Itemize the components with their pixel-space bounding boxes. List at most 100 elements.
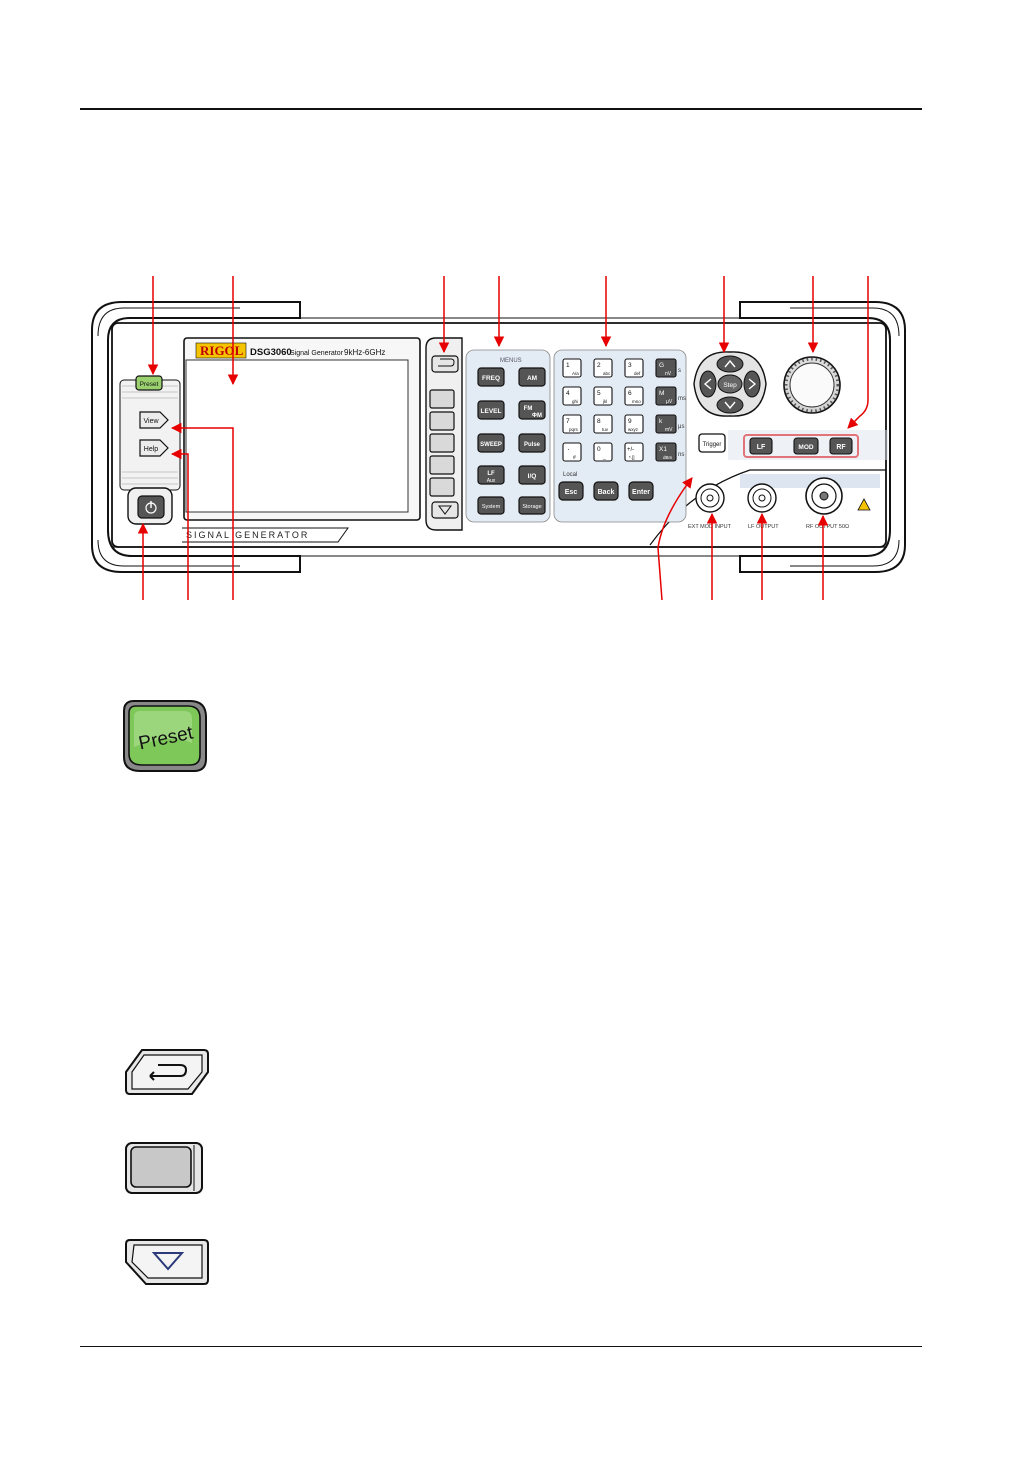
local-label: Local xyxy=(563,472,577,478)
rf-output-label: RF OUTPUT 50Ω xyxy=(806,524,849,530)
key-mod[interactable]: MOD xyxy=(793,437,819,455)
numpad-key-1-num: 1 xyxy=(566,362,570,369)
key-sweep[interactable]: SWEEP xyxy=(477,433,505,453)
unit-key-x1-side: ns xyxy=(678,452,684,458)
numpad-key-sign-num: +/- xyxy=(627,447,634,453)
key-freq[interactable]: FREQ xyxy=(477,367,505,387)
key-trigger[interactable]: Trigger xyxy=(698,433,726,453)
step-label: Step xyxy=(723,382,737,389)
numpad-key-1-sub: A/a xyxy=(572,371,579,376)
key-level-label: LEVEL xyxy=(481,408,502,415)
key-enter-label: Enter xyxy=(632,489,650,496)
arrow-up-button[interactable] xyxy=(716,355,744,373)
numpad-key-9-num: 9 xyxy=(628,418,632,425)
numpad-key-3-sub: def xyxy=(634,371,641,376)
key-view-label: View xyxy=(143,418,159,425)
ext-mod-input-label: EXT MOD INPUT xyxy=(688,524,732,530)
header-rule xyxy=(80,108,922,110)
arrow-right-icon xyxy=(748,378,757,390)
page-down-key-detail xyxy=(125,1239,209,1285)
key-iq[interactable]: I/Q xyxy=(518,465,546,485)
softkey-column xyxy=(425,337,463,531)
rotary-knob[interactable] xyxy=(783,356,841,414)
arrow-down-button[interactable] xyxy=(716,396,744,414)
key-esc-label: Esc xyxy=(565,489,578,496)
lf-output-label: LF OUTPUT xyxy=(748,524,779,530)
key-rf[interactable]: RF xyxy=(829,437,853,455)
key-system[interactable]: System xyxy=(477,496,505,515)
power-button[interactable] xyxy=(127,487,173,525)
key-back[interactable]: Back xyxy=(593,481,619,501)
unit-key-m-side: ms xyxy=(678,396,686,402)
numpad-key-dot-num: · xyxy=(567,445,570,454)
numpad-key-6-num: 6 xyxy=(628,390,632,397)
preset-key-detail: Preset xyxy=(123,700,207,772)
arrow-up-icon xyxy=(724,359,736,368)
callout-help xyxy=(170,448,189,600)
lf-output-connector[interactable] xyxy=(747,483,777,513)
key-preset-small[interactable]: Preset xyxy=(135,375,163,391)
key-level[interactable]: LEVEL xyxy=(477,400,505,420)
freq-range-label: 9kHz-6GHz xyxy=(344,348,385,357)
brand-logo: RIGOL xyxy=(200,343,244,358)
numpad-key-9-sub: wxyz xyxy=(628,427,639,432)
key-lf-aux-sub-label: Aux xyxy=(487,478,496,484)
unit-key-g-side: s xyxy=(678,368,681,374)
key-sweep-label: SWEEP xyxy=(480,442,502,448)
series-label: SIGNAL GENERATOR xyxy=(186,530,309,540)
callout-trigger xyxy=(657,477,693,601)
arrow-right-button[interactable] xyxy=(743,370,761,398)
key-view[interactable]: View xyxy=(139,411,169,429)
key-mod-label: MOD xyxy=(798,444,813,451)
key-fm[interactable]: FM ΦM xyxy=(518,400,546,420)
unit-key-g: G xyxy=(659,362,664,369)
numpad-key-4-sub: ghi xyxy=(572,399,578,404)
down-triangle-icon xyxy=(151,1252,185,1271)
key-am[interactable]: AM xyxy=(518,367,546,387)
numpad-key-0-sub: _ xyxy=(602,455,606,461)
numpad-key-4-num: 4 xyxy=(566,390,570,397)
numpad-key-2-sub: abc xyxy=(603,371,611,376)
arrow-left-button[interactable] xyxy=(699,370,717,398)
key-esc[interactable]: Esc xyxy=(558,481,584,501)
numpad-key-8-sub: tuv xyxy=(602,427,609,432)
arrow-down-icon xyxy=(724,401,736,410)
key-preset-small-label: Preset xyxy=(140,381,159,388)
key-storage-label: Storage xyxy=(522,504,541,510)
numpad-key-8-num: 8 xyxy=(597,418,601,425)
key-system-label: System xyxy=(482,504,501,510)
numpad-keys[interactable]: 1 A/a 2 abc 3 def 4 ghi 5 jkl 6 mno 7 pq… xyxy=(562,358,644,462)
key-pulse[interactable]: Pulse xyxy=(518,433,546,453)
key-lf-aux-label: LF xyxy=(487,471,495,477)
softkey-detail xyxy=(125,1142,203,1194)
numpad-key-0-num: 0 xyxy=(597,446,601,453)
return-icon xyxy=(149,1064,188,1081)
unit-key-k-side: μs xyxy=(678,424,684,430)
numpad-key-dot-sub: # xyxy=(573,455,576,461)
callout-output-keys xyxy=(847,276,869,429)
rf-output-connector[interactable] xyxy=(805,477,843,515)
unit-key-m: M xyxy=(659,390,664,397)
numpad-key-7-num: 7 xyxy=(566,418,570,425)
step-button[interactable] xyxy=(717,374,743,394)
lcd-screen xyxy=(183,337,421,521)
key-lf-aux[interactable]: LF Aux xyxy=(477,465,505,485)
key-enter[interactable]: Enter xyxy=(628,481,654,501)
numpad-key-2-num: 2 xyxy=(597,362,601,369)
footer-rule xyxy=(80,1346,922,1347)
key-am-label: AM xyxy=(527,375,537,382)
key-trigger-label: Trigger xyxy=(703,442,722,448)
unit-keys[interactable]: G nV s M μV ms k mV μs X1 dBm ns xyxy=(655,358,686,462)
key-lf-output-label: LF xyxy=(757,444,766,451)
numpad-key-7-sub: pqrs xyxy=(569,427,579,432)
key-storage[interactable]: Storage xyxy=(518,496,546,515)
model-label: DSG3060 xyxy=(250,347,292,358)
ext-mod-input-connector[interactable] xyxy=(695,483,725,513)
numpad-key-5-sub: jkl xyxy=(602,399,607,404)
arrow-left-icon xyxy=(703,378,712,390)
nav-pad[interactable] xyxy=(693,351,767,417)
unit-key-g-sub: nV xyxy=(665,371,672,377)
key-help[interactable]: Help xyxy=(139,439,169,457)
key-lf-output[interactable]: LF xyxy=(749,437,773,455)
connector-band xyxy=(740,474,880,488)
